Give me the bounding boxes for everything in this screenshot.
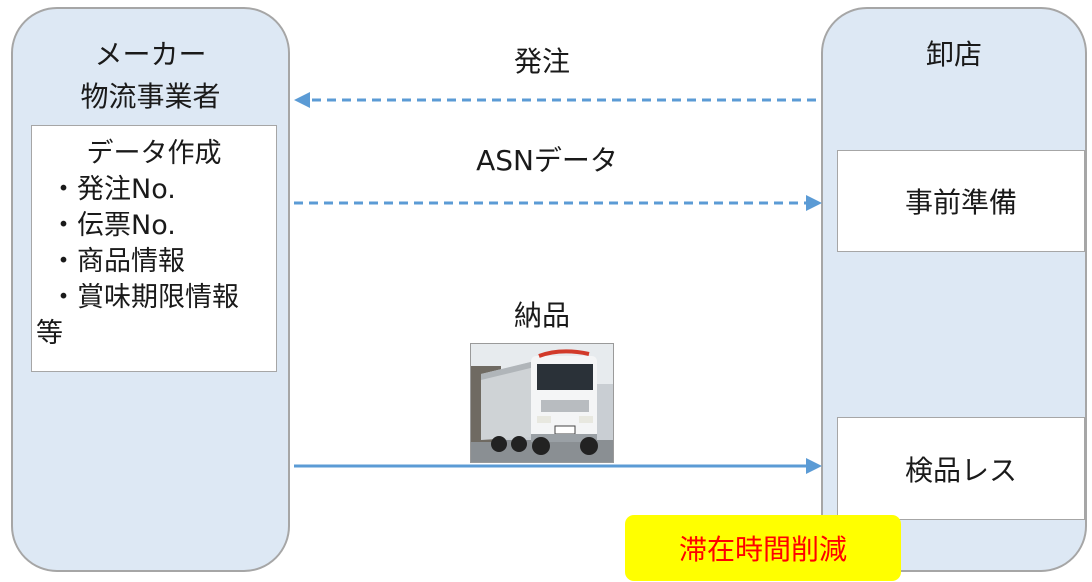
data-item-order-no: ・発注No. xyxy=(50,174,176,205)
stay-time-reduction-badge: 滞在時間削減 xyxy=(625,515,901,581)
truck-photo xyxy=(470,343,614,463)
delivery-flow-label: 納品 xyxy=(513,299,570,332)
data-item-product-info: ・商品情報 xyxy=(50,246,185,277)
data-item-expiry-info: ・賞味期限情報 xyxy=(50,282,239,313)
advance-preparation-box: 事前準備 xyxy=(837,150,1085,252)
data-item-etc: 等 xyxy=(36,318,63,349)
maker-title-line1: メーカー xyxy=(94,38,207,71)
advance-preparation-label: 事前準備 xyxy=(904,186,1017,219)
delivery-arrow xyxy=(294,458,822,474)
truck-illustration xyxy=(471,344,613,462)
asn-arrow xyxy=(294,195,822,211)
order-flow-label: 発注 xyxy=(513,45,570,78)
maker-title-line2: 物流事業者 xyxy=(80,80,221,113)
data-creation-heading: データ作成 xyxy=(86,138,222,169)
asn-flow-label: ASNデータ xyxy=(476,144,618,177)
data-item-list: ・発注No. ・伝票No. ・商品情報 ・賞味期限情報 等 xyxy=(32,172,276,352)
inspection-less-label: 検品レス xyxy=(904,453,1017,487)
order-arrow xyxy=(294,92,816,108)
inspection-less-box: 検品レス xyxy=(837,417,1085,520)
data-creation-box: データ作成 ・発注No. ・伝票No. ・商品情報 ・賞味期限情報 等 xyxy=(31,125,277,372)
data-item-slip-no: ・伝票No. xyxy=(50,210,176,241)
wholesaler-title: 卸店 xyxy=(925,38,982,71)
